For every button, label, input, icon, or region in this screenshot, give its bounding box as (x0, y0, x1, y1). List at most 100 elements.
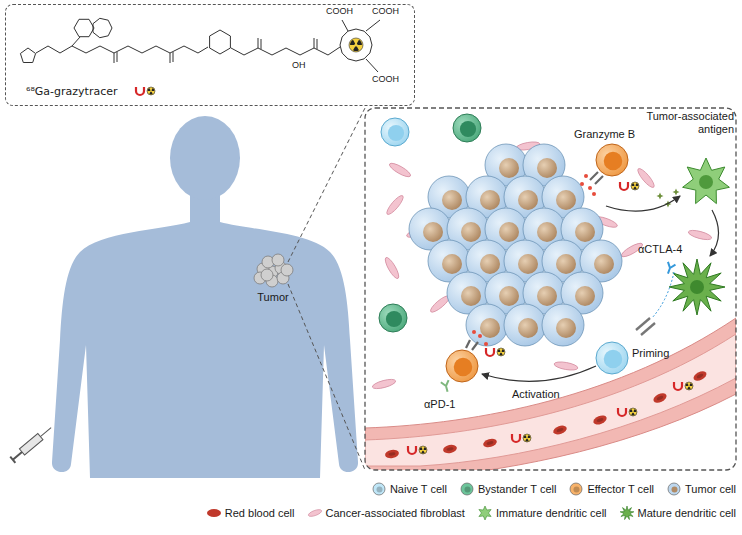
radiation-disc (523, 434, 531, 442)
backbone-bond (231, 47, 340, 55)
fibroblast (372, 378, 397, 391)
syringe-plunger (13, 452, 22, 460)
tumor-nucleus (499, 286, 519, 306)
radiation-symbol (629, 408, 637, 416)
rbc-center (556, 427, 564, 432)
legend-item: Effector T cell (568, 482, 654, 496)
legend-item: Red blood cell (206, 506, 295, 520)
legend-sample (373, 483, 385, 495)
dendritic-nucleus (690, 280, 704, 294)
radiation-disc (629, 408, 637, 416)
tumor-nucleus (537, 286, 557, 306)
radiation-blade (630, 409, 633, 412)
magnet-symbol (408, 446, 416, 454)
legend-item: Bystander T cell (459, 482, 556, 496)
legend-row: Red blood cell Cancer-associated fibrobla… (194, 506, 736, 520)
annotation-label: αCTLA-4 (638, 243, 682, 256)
tumor-nucleus (480, 254, 500, 274)
radiation-disc (349, 38, 363, 52)
legend-item: Immature dendritic cell (477, 506, 607, 520)
legend-sample (461, 483, 473, 495)
antibody-blocking-line (652, 272, 674, 318)
rbc-center (596, 417, 604, 423)
magnet-symbol (486, 348, 494, 356)
legend-sample (479, 506, 491, 520)
backbone-bond (36, 37, 80, 53)
radiation-blade (149, 92, 152, 95)
effector-t-cell (446, 350, 478, 382)
radiation-blade (525, 439, 528, 442)
tumor-nucleus (480, 190, 500, 210)
rbc-body (384, 449, 399, 459)
rbc-center (656, 395, 664, 401)
legend-sample (668, 483, 680, 495)
human-body (52, 192, 358, 478)
dendritic-nucleus (699, 175, 713, 189)
radiation-disc (631, 182, 639, 190)
syringe-plunger-end (10, 457, 15, 463)
legend-nucleus (464, 487, 470, 493)
red-blood-cell (652, 391, 668, 404)
radiation-blade (632, 183, 635, 186)
tumor-nucleus (480, 318, 500, 338)
radiation-symbol (523, 434, 531, 442)
legend-swatch (568, 482, 584, 496)
legend-item: Cancer-associated fibroblast (307, 506, 465, 520)
legend-text: Tumor cell (685, 483, 736, 495)
red-blood-cell (592, 414, 608, 427)
radiation-disc (497, 348, 505, 356)
legend-sample (620, 506, 634, 520)
radiation-blade (528, 435, 531, 438)
radiation-blade (502, 349, 505, 352)
benzene-ring (210, 30, 231, 54)
granzyme-granule (580, 182, 584, 186)
carbonyl-bond (314, 38, 315, 48)
tumor-cell (504, 304, 546, 346)
probe-structure-box: ⁶⁸Ga-grazytracer (5, 4, 415, 106)
magnet-symbol (620, 182, 628, 190)
dota-ring (340, 29, 372, 61)
radiation-blade (687, 387, 690, 390)
atom-label: OH (292, 60, 306, 71)
legend-item: Naive T cell (371, 482, 447, 496)
naive-t-cell (381, 118, 409, 146)
immature-dendritic-cell (683, 158, 730, 204)
legend-text: Naive T cell (390, 483, 447, 495)
carbonyl-bond (173, 52, 174, 62)
granzyme-granule (484, 342, 488, 346)
radiation-blade (498, 349, 501, 352)
tumor-nucleus (442, 190, 462, 210)
rbc-body (442, 444, 457, 455)
vessel-lumen (365, 334, 736, 466)
radiation-blade (424, 447, 427, 450)
syringe (10, 425, 53, 463)
legend-nucleus (574, 487, 580, 493)
carbonyl-bond (258, 38, 259, 48)
rbc-body (692, 369, 708, 383)
radiation-disc (419, 446, 427, 454)
tumor-nucleus (518, 190, 538, 210)
radiation-blade (634, 409, 637, 412)
rbc-center (388, 452, 395, 456)
radiation-blade (357, 40, 362, 45)
annotation-label: αPD-1 (424, 398, 455, 411)
tumor-cell (542, 304, 584, 346)
red-blood-cell (692, 369, 708, 383)
rbc-body (652, 391, 668, 404)
effector-t-cell (596, 144, 628, 176)
chemical-structure (20, 18, 380, 72)
atom-label: COOH (372, 6, 399, 17)
magnet-symbol (512, 434, 520, 442)
radiation-symbol (685, 382, 693, 390)
legend-swatch (459, 482, 475, 496)
tumor-nucleus (575, 222, 595, 242)
tumor-site: Tumor (250, 258, 296, 304)
radiation-symbol (497, 348, 505, 356)
tumor-nucleus (499, 222, 519, 242)
tumor-nucleus (575, 286, 595, 306)
radiation-symbol (349, 38, 363, 52)
legend-swatch (666, 482, 682, 496)
legend-item: Tumor cell (666, 482, 736, 496)
maturation-arrow (710, 210, 719, 256)
